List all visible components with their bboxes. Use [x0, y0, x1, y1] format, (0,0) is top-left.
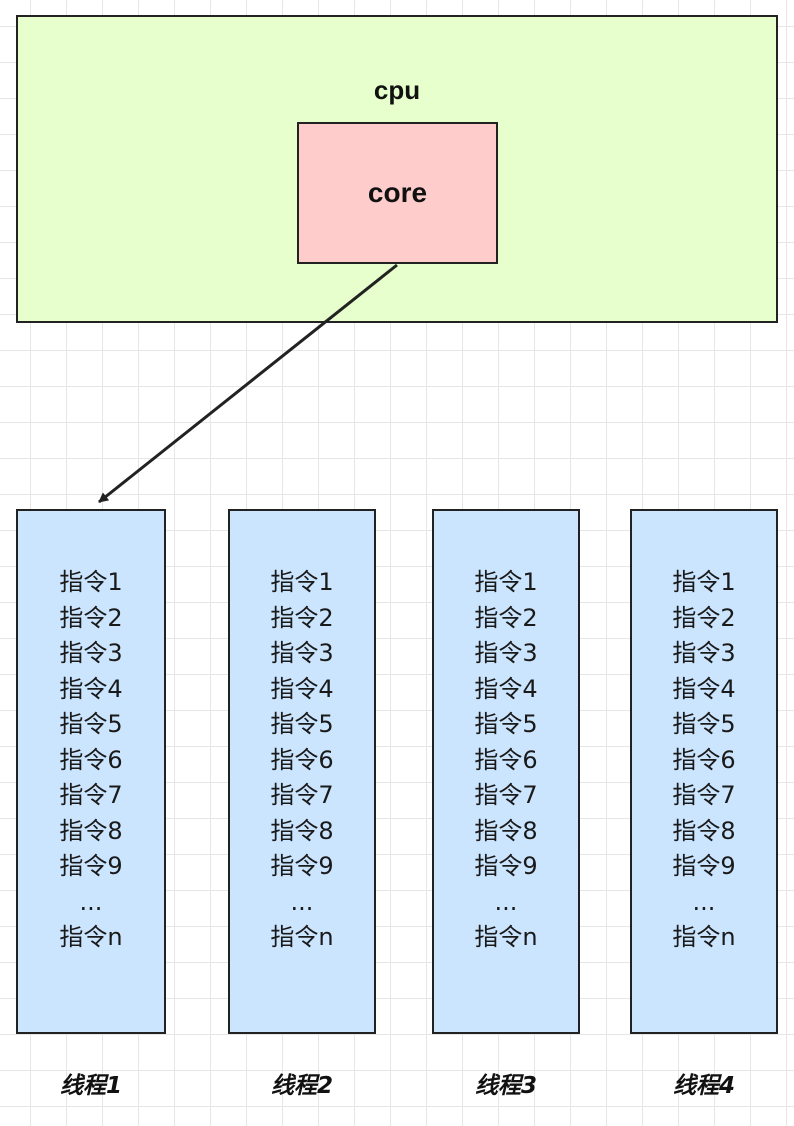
thread-box-1: 指令1 指令2 指令3 指令4 指令5 指令6 指令7 指令8 指令9 ... … — [16, 509, 166, 1034]
instruction: 指令5 — [672, 710, 736, 738]
core-box: core — [297, 122, 498, 264]
instruction: 指令7 — [672, 781, 736, 809]
instruction: 指令8 — [59, 816, 123, 845]
instruction-ellipsis: ... — [692, 887, 716, 916]
core-label: core — [367, 177, 428, 208]
instruction: 指令4 — [270, 674, 334, 703]
cpu-label: cpu — [373, 75, 421, 105]
instruction-ellipsis: ... — [79, 887, 103, 916]
instruction: 指令6 — [672, 745, 736, 774]
instruction: 指令9 — [672, 852, 736, 880]
thread-box-2: 指令1 指令2 指令3 指令4 指令5 指令6 指令7 指令8 指令9 ... … — [228, 509, 376, 1034]
instruction: 指令1 — [474, 568, 538, 596]
instruction: 指令7 — [474, 781, 538, 809]
instruction: 指令7 — [270, 781, 334, 809]
instruction: 指令7 — [59, 781, 123, 809]
instruction: 指令6 — [474, 745, 538, 774]
thread-label-2: 线程2 — [270, 1073, 333, 1099]
instruction: 指令5 — [474, 710, 538, 738]
thread-label-4: 线程4 — [672, 1073, 735, 1099]
instruction: 指令n — [59, 923, 123, 951]
instruction: 指令9 — [474, 852, 538, 880]
instruction: 指令8 — [270, 816, 334, 845]
instruction: 指令1 — [59, 568, 123, 596]
thread-label-3: 线程3 — [474, 1073, 537, 1099]
thread-box-4: 指令1 指令2 指令3 指令4 指令5 指令6 指令7 指令8 指令9 ... … — [630, 509, 778, 1034]
instruction: 指令3 — [270, 639, 334, 667]
instruction: 指令8 — [672, 816, 736, 845]
thread-label-1: 线程1 — [59, 1073, 122, 1099]
instruction: 指令n — [672, 923, 736, 951]
instruction: 指令2 — [59, 603, 123, 632]
thread-box-3: 指令1 指令2 指令3 指令4 指令5 指令6 指令7 指令8 指令9 ... … — [432, 509, 580, 1034]
instruction: 指令6 — [59, 745, 123, 774]
instruction: 指令4 — [474, 674, 538, 703]
instruction: 指令6 — [270, 745, 334, 774]
instruction: 指令4 — [59, 674, 123, 703]
instruction: 指令5 — [59, 710, 123, 738]
instruction: 指令5 — [270, 710, 334, 738]
instruction-ellipsis: ... — [494, 887, 518, 916]
instruction: 指令2 — [270, 603, 334, 632]
instruction: 指令3 — [59, 639, 123, 667]
instruction: 指令n — [474, 923, 538, 951]
instruction: 指令4 — [672, 674, 736, 703]
instruction: 指令9 — [270, 852, 334, 880]
instruction-ellipsis: ... — [290, 887, 314, 916]
instruction: 指令2 — [474, 603, 538, 632]
instruction: 指令1 — [672, 568, 736, 596]
instruction: 指令8 — [474, 816, 538, 845]
instruction: 指令3 — [474, 639, 538, 667]
instruction: 指令1 — [270, 568, 334, 596]
instruction: 指令2 — [672, 603, 736, 632]
instruction: 指令3 — [672, 639, 736, 667]
instruction: 指令9 — [59, 852, 123, 880]
instruction: 指令n — [270, 923, 334, 951]
